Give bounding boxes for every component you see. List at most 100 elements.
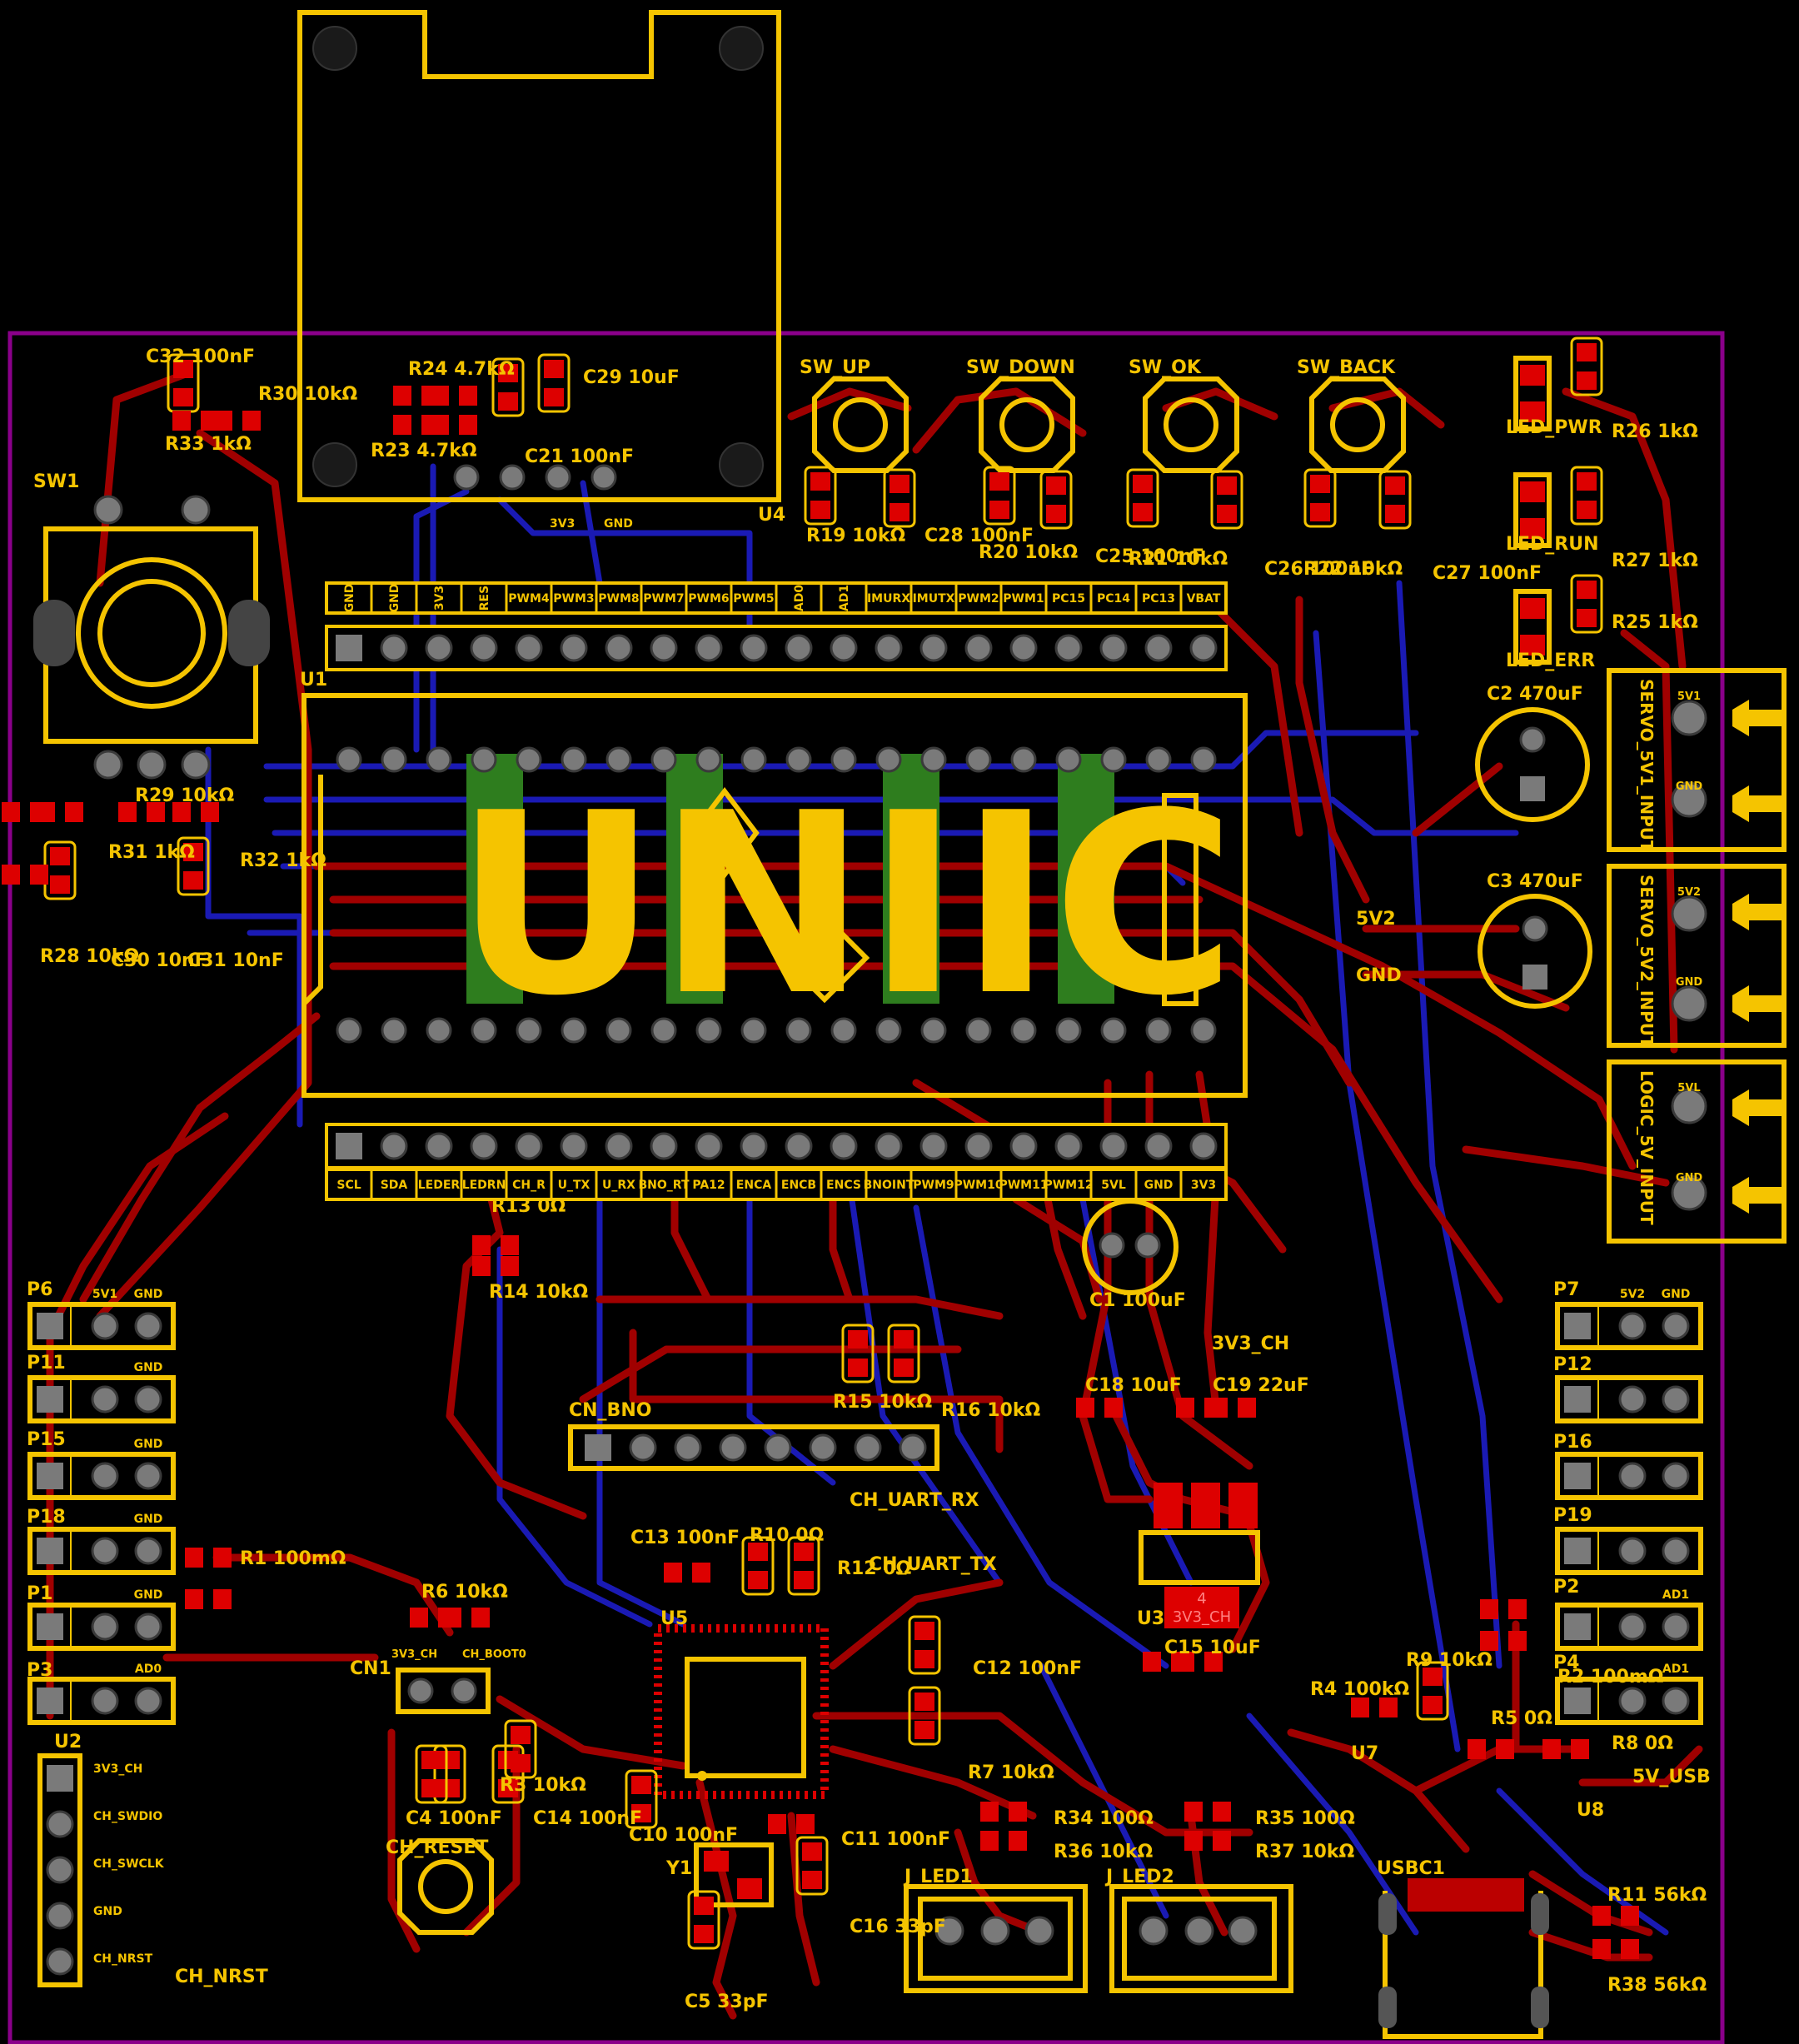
component-label: R32 1kΩ: [240, 850, 326, 871]
component-label: CH_UART_TX: [869, 1554, 997, 1575]
pin-label: PC14: [1097, 592, 1130, 606]
logo-text: UNIIC: [455, 760, 1236, 1050]
u1-module: [301, 693, 1248, 1098]
component-label: GND: [1356, 965, 1402, 986]
component-label: P1: [27, 1583, 52, 1604]
component-label: R3 10kΩ: [500, 1775, 586, 1796]
pin-label: AD1: [838, 585, 851, 611]
component-label: C2 470uF: [1487, 684, 1583, 705]
pin-label: PC15: [1052, 592, 1085, 606]
connector-pin-label: 5VL: [1677, 1082, 1700, 1094]
component-label: R33 1kΩ: [165, 434, 252, 455]
connector-label: SERVO_5V2_INPUT: [1637, 875, 1657, 1048]
module-holes: [336, 746, 1217, 1044]
component-label: C18 10uF: [1085, 1375, 1182, 1396]
pin-label: 5VL: [1101, 1179, 1126, 1192]
component-label: USBC1: [1377, 1858, 1445, 1879]
component-label: C14 100nF: [533, 1808, 642, 1829]
connector-label: SERVO_5V1_INPUT: [1637, 679, 1657, 852]
header-pin-label: AD1: [1662, 1588, 1689, 1602]
header-pin-label: GND: [134, 1513, 163, 1526]
u2-header: [37, 1753, 82, 1987]
pin-label: ENCA: [736, 1179, 772, 1192]
component-label: R38 56kΩ: [1607, 1975, 1707, 1996]
component-label: 5V_USB: [1632, 1767, 1711, 1787]
component-label: R12 0Ω: [837, 1558, 912, 1579]
component-label: R19 10kΩ: [806, 526, 905, 546]
component-label: R26 1kΩ: [1612, 421, 1698, 442]
header-pin-label: 5V2: [1620, 1288, 1645, 1301]
pin-label: ENCB: [781, 1179, 816, 1192]
component-label: R2 100mΩ: [1557, 1667, 1664, 1688]
pin-label: PWM2: [958, 592, 999, 606]
pin-label: AD0: [793, 585, 806, 611]
component-label: R36 10kΩ: [1054, 1842, 1153, 1862]
component-label: C28 100nF: [924, 526, 1034, 546]
connector-pin-label: GND: [1676, 976, 1703, 989]
pin-label: VBAT: [1187, 592, 1221, 606]
component-label: C3 470uF: [1487, 871, 1583, 892]
pin-label: PWM9: [913, 1179, 954, 1192]
logo-background: [466, 754, 1114, 1004]
pin-label: IMUTX: [913, 592, 955, 606]
component-label: C26 100nF: [1264, 559, 1373, 580]
u3-regulator: [1139, 1483, 1260, 1628]
pin-label: 3V3: [1191, 1179, 1216, 1192]
component-label: C15 10uF: [1164, 1638, 1261, 1658]
component-label: U8: [1577, 1800, 1604, 1821]
component-label: R10 0Ω: [750, 1525, 825, 1546]
u2-pin-label: CH_SWDIO: [93, 1810, 162, 1823]
pin-label: PWM11: [999, 1179, 1048, 1192]
component-label: R29 10kΩ: [135, 785, 234, 806]
component-label: R31 1kΩ: [108, 842, 195, 863]
component-label: C16 33pF: [850, 1917, 946, 1937]
pin-label: PWM6: [688, 592, 729, 606]
connector-pin-label: 5V1: [1677, 690, 1701, 703]
component-label: SW_DOWN: [966, 357, 1075, 378]
component-label: P4: [1553, 1653, 1579, 1673]
component-label: C30 10nF: [111, 950, 207, 971]
component-label: R35 100Ω: [1255, 1808, 1355, 1829]
cn1-pin-label: CH_BOOT0: [462, 1648, 526, 1661]
right-power-connectors: [1607, 668, 1787, 1244]
component-label: R21 10kΩ: [1129, 549, 1228, 570]
component-label: 5V2: [1356, 909, 1396, 930]
pin-label: 3V3: [433, 586, 446, 611]
component-label: P6: [27, 1279, 52, 1300]
cn1-header: [396, 1668, 491, 1714]
component-label: CN1: [350, 1658, 391, 1679]
component-label: LED_RUN: [1506, 534, 1599, 555]
header-pin-label: GND: [134, 1588, 163, 1602]
pin-label: PA12: [692, 1179, 725, 1192]
component-label: C25 100nF: [1095, 546, 1204, 567]
component-label: R7 10kΩ: [968, 1762, 1054, 1783]
pin-label: GND: [1144, 1179, 1174, 1192]
component-label: J_LED2: [1104, 1867, 1174, 1887]
pin-label: GND: [388, 584, 401, 613]
component-label: R37 10kΩ: [1255, 1842, 1354, 1862]
component-label: C11 100nF: [841, 1829, 950, 1850]
component-label: LED_PWR: [1506, 417, 1602, 438]
component-label: C13 100nF: [630, 1528, 740, 1548]
component-label: R9 10kΩ: [1406, 1650, 1493, 1671]
component-label: P12: [1553, 1354, 1592, 1375]
cn-bno-holes: [585, 1433, 927, 1462]
pin-label: SDA: [381, 1179, 408, 1192]
pin-label: BNOINT: [864, 1179, 914, 1192]
component-label: R11 56kΩ: [1607, 1885, 1707, 1906]
component-label: SW_OK: [1129, 357, 1202, 378]
u2-pin-label: GND: [93, 1905, 122, 1918]
component-label: P11: [27, 1353, 66, 1373]
connector-pin-label: GND: [1676, 1172, 1703, 1184]
pin-label: LEDER: [418, 1179, 461, 1192]
pin-label: IMURX: [867, 592, 910, 606]
component-label: R8 0Ω: [1612, 1733, 1673, 1754]
cn-bno: [568, 1424, 939, 1471]
pin-label: PWM5: [733, 592, 774, 606]
jled-connectors: [904, 1884, 1293, 1993]
u2-pin-label: 3V3_CH: [93, 1762, 142, 1776]
u2-pin-label: CH_SWCLK: [93, 1857, 165, 1871]
